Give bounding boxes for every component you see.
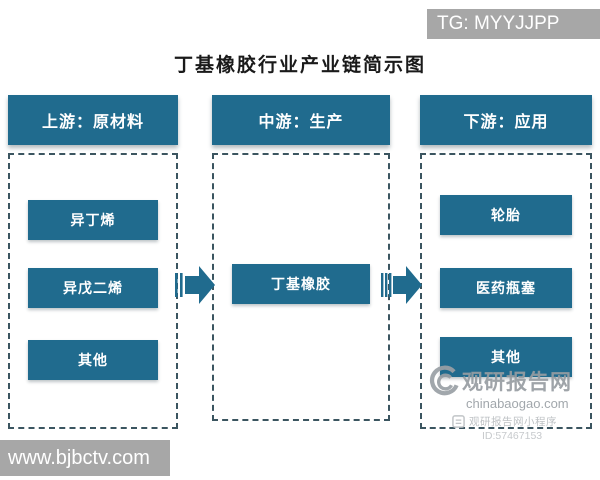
flow-node-upstream-other: 其他 (28, 340, 158, 380)
flow-arrow-icon (175, 266, 215, 304)
column-panel-midstream: 丁基橡胶 (212, 153, 390, 421)
tg-watermark-text: TG: MYYJJPP (437, 13, 560, 34)
watermark-miniapp-icon (452, 415, 465, 428)
watermark-logo-icon (429, 365, 459, 396)
site-banner-text: www.bjbctv.com (8, 446, 150, 469)
watermark: 观研报告网 chinabaogao.com 观研报告网小程序 ID:574671… (426, 364, 598, 442)
column-midstream: 中游：生产 丁基橡胶 (212, 95, 390, 421)
watermark-sub-label: 观研报告网小程序 (469, 416, 557, 428)
flow-node-isoprene: 异戊二烯 (28, 268, 158, 308)
column-header-downstream: 下游：应用 (420, 95, 592, 145)
site-banner: www.bjbctv.com (0, 440, 170, 476)
column-header-midstream: 中游：生产 (212, 95, 390, 145)
column-upstream: 上游：原材料 异丁烯 异戊二烯 其他 (8, 95, 178, 429)
column-downstream: 下游：应用 轮胎 医药瓶塞 其他 (420, 95, 592, 429)
flow-node-downstream-other: 其他 (440, 337, 572, 377)
flow-arrow-icon (381, 266, 422, 304)
diagram-title: 丁基橡胶行业产业链简示图 (173, 55, 426, 76)
flow-node-isobutylene: 异丁烯 (28, 200, 158, 240)
flow-node-butyl-rubber: 丁基橡胶 (232, 264, 370, 304)
tg-watermark-badge: TG: MYYJJPP (427, 9, 600, 39)
watermark-brand: 观研报告网 (462, 371, 572, 394)
column-header-upstream: 上游：原材料 (8, 95, 178, 145)
watermark-sub-id: ID:57467153 (482, 430, 543, 442)
column-panel-upstream: 异丁烯 异戊二烯 其他 (8, 153, 178, 429)
flow-node-medical-stoppers: 医药瓶塞 (440, 268, 572, 308)
watermark-domain: chinabaogao.com (466, 396, 569, 411)
column-panel-downstream: 轮胎 医药瓶塞 其他 (420, 153, 592, 429)
flow-node-tires: 轮胎 (440, 195, 572, 235)
